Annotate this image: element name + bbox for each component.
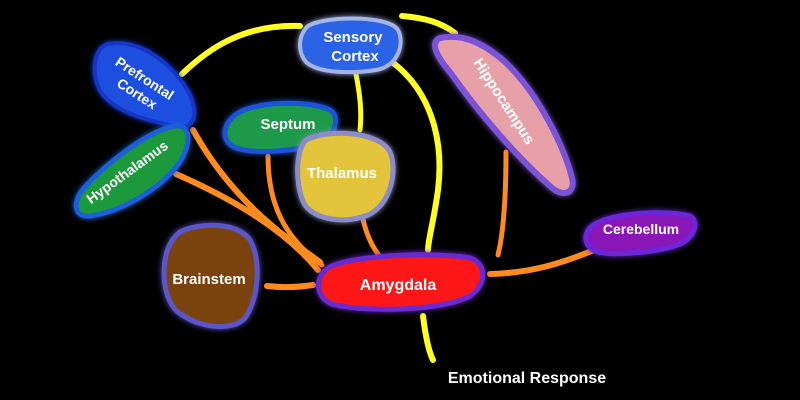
cerebellum-shape <box>583 210 698 257</box>
pathway-hypothalamus-amygdala <box>173 171 321 273</box>
amygdala-label: Amygdala <box>360 277 437 294</box>
pathway-brainstem-amygdala <box>264 282 316 291</box>
hippocampus-shape <box>432 33 576 196</box>
emotional-response-label: Emotional Response <box>448 370 606 387</box>
thalamus-shape <box>295 130 396 223</box>
cerebellum <box>583 210 698 257</box>
hippocampus <box>432 33 576 196</box>
amygdala-shape <box>316 252 486 312</box>
pathway-sensory-thalamus <box>353 71 364 133</box>
brainstem-shape <box>161 222 260 330</box>
pathway-septum-amygdala <box>265 153 325 268</box>
brainstem-label: Brainstem <box>172 271 245 288</box>
brainstem <box>161 222 260 330</box>
subcortical-pathways <box>173 127 597 291</box>
cerebellum-label: Cerebellum <box>603 221 679 237</box>
cortical-pathways <box>179 13 458 363</box>
thalamus <box>295 130 396 223</box>
pathway-hippocampus-amygdala <box>495 149 509 258</box>
amygdala <box>316 252 486 312</box>
septum-label: Septum <box>260 116 315 133</box>
hypothalamus-shape <box>73 123 191 219</box>
pathway-thalamus-amygdala <box>359 211 381 257</box>
pathway-amygdala-response <box>420 313 436 363</box>
pathway-cerebellum-amygdala <box>487 247 597 277</box>
sensory-cortex-label: Sensory Cortex <box>323 29 386 65</box>
pathway-sensory-hippocampus <box>399 13 458 36</box>
pathway-prefrontal-sensory <box>179 22 303 77</box>
hypothalamus <box>73 123 191 219</box>
sensory-cortex-shape <box>298 16 403 75</box>
sensory-cortex <box>298 16 403 75</box>
pathway-sensory-amygdala <box>389 59 443 253</box>
thalamus-label: Thalamus <box>307 165 377 182</box>
